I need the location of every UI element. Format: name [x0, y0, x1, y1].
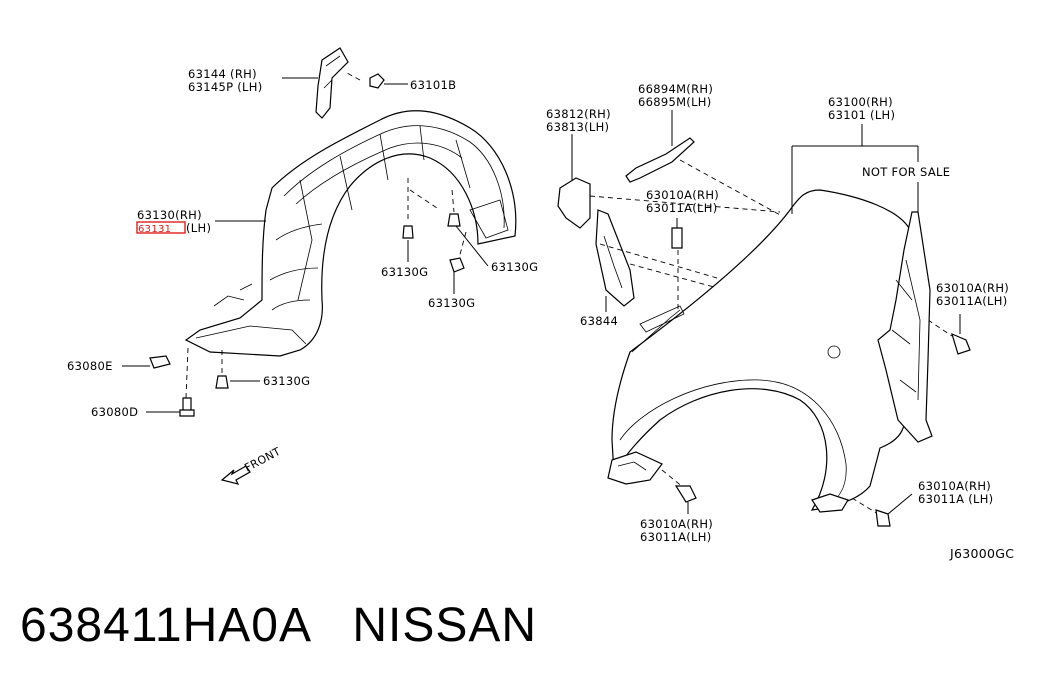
label-63101: 63101 (LH): [828, 108, 895, 122]
clip-63130g-4: [215, 375, 260, 389]
label-63101b: 63101B: [410, 78, 456, 92]
label-63080e: 63080E: [67, 359, 113, 373]
label-63011a-3: 63011A (LH): [918, 492, 993, 506]
clip-63101b: [344, 71, 408, 89]
label-63080d: 63080D: [91, 405, 138, 419]
label-63130-rh: 63130(RH): [137, 208, 202, 222]
label-63010a-3: 63010A(RH): [918, 479, 991, 493]
label-63010a-4: 63010A(RH): [640, 517, 713, 531]
label-63130g-a: 63130G: [381, 265, 428, 279]
label-66894m: 66894M(RH): [638, 82, 713, 96]
label-63010a-2: 63010A(RH): [936, 281, 1009, 295]
bracket-63812: [557, 134, 591, 229]
bolt-63010a-2: [951, 314, 971, 355]
label-63131-lh: (LH): [186, 221, 211, 235]
label-front: FRONT: [242, 445, 283, 475]
label-63812: 63812(RH): [546, 107, 611, 121]
fender-liner: [184, 110, 517, 357]
fender-bracket-vertical: [877, 211, 933, 443]
clip-63130g-2: [447, 213, 489, 267]
bolt-63080d: [146, 397, 195, 417]
bolt-63010a-3: [674, 485, 697, 514]
brand-name: NISSAN: [352, 599, 538, 652]
label-not-for-sale: NOT FOR SALE: [862, 165, 950, 179]
label-63131-highlighted: 63131: [138, 224, 171, 235]
moulding-66894m: [625, 110, 695, 183]
clip-63130g-3: [449, 257, 465, 294]
diagram-code: J63000GC: [949, 546, 1014, 561]
clip-63130g-1: [402, 225, 414, 262]
fender-panel: [607, 189, 911, 513]
nut-63080e: [122, 355, 171, 369]
bolt-63010a-1: [671, 218, 683, 249]
footer-caption: 638411HA0A NISSAN: [20, 598, 537, 653]
label-63844: 63844: [580, 314, 618, 328]
bracket-63844: [595, 209, 635, 312]
label-63011a-2: 63011A(LH): [936, 294, 1007, 308]
label-63145p: 63145P (LH): [188, 80, 263, 94]
label-63130g-d: 63130G: [263, 374, 310, 388]
label-63011a-4: 63011A(LH): [640, 530, 711, 544]
callout-63100: [791, 124, 919, 214]
label-63100: 63100(RH): [828, 95, 893, 109]
label-63130g-b: 63130G: [491, 260, 538, 274]
label-66895m: 66895M(LH): [638, 95, 712, 109]
bracket-63144: [282, 47, 349, 119]
highlight-box: [136, 221, 186, 234]
label-63130g-c: 63130G: [428, 296, 475, 310]
front-direction-arrow: [220, 465, 251, 485]
label-63010a-1: 63010A(RH): [646, 188, 719, 202]
label-63813: 63813(LH): [546, 120, 609, 134]
label-63011a-1: 63011A(LH): [646, 201, 717, 215]
bolt-63010a-4: [875, 493, 913, 527]
part-number: 638411HA0A: [20, 599, 310, 652]
label-63144: 63144 (RH): [188, 67, 257, 81]
